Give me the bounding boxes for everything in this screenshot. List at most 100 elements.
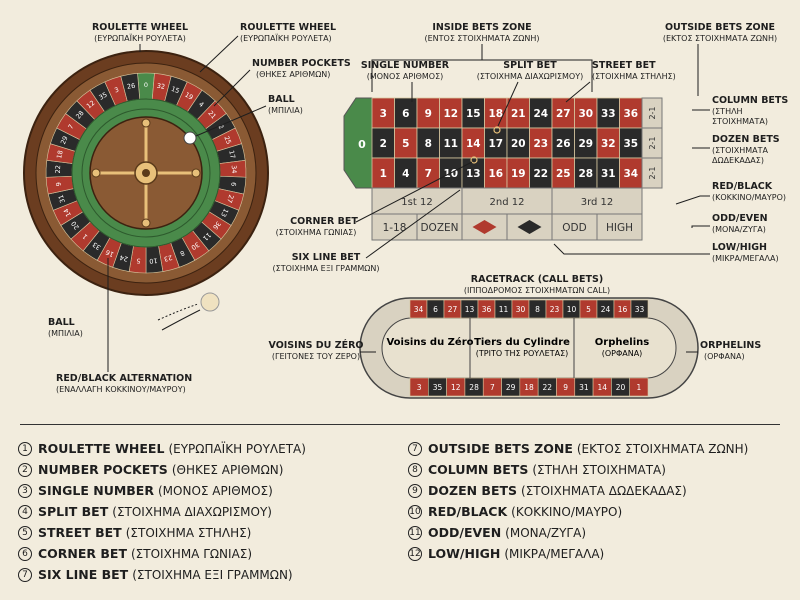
table-number-label: 24 xyxy=(533,108,548,120)
legend-item-subtitle: (ΣΤΟΙΧΗΜΑ ΕΞΙ ΓΡΑΜΜΩΝ) xyxy=(132,567,293,582)
red-diamond-icon xyxy=(472,220,497,234)
table-zero-label: 0 xyxy=(358,138,366,151)
wheel-pocket-number: 5 xyxy=(136,257,141,265)
dozen-cell[interactable] xyxy=(551,187,643,215)
label-ball-bottom-sub: (ΜΠΙΛΙΑ) xyxy=(48,329,83,338)
racetrack-pocket-number: 23 xyxy=(550,305,560,314)
label-pockets-title: NUMBER POCKETS xyxy=(252,58,351,69)
racetrack-pocket-number: 7 xyxy=(490,383,495,392)
wheel-pocket-number: 8 xyxy=(179,249,186,258)
racetrack-pocket-number: 1 xyxy=(636,383,641,392)
ball-icon xyxy=(183,131,197,145)
label-corner-sub: (ΣΤΟΙΧΗΜΑ ΓΩΝΙΑΣ) xyxy=(276,228,357,237)
wheel-pocket-number: 34 xyxy=(230,165,238,174)
table-number-label: 27 xyxy=(556,108,571,120)
legend-number-badge: 2 xyxy=(18,462,32,477)
outside-bet-label: 1-18 xyxy=(383,222,407,234)
legend-item-subtitle: (ΜΟΝΑ/ΖΥΓΑ) xyxy=(505,525,587,540)
outside-bet-label: DOZEN xyxy=(420,222,458,234)
legend-number-badge: 11 xyxy=(408,525,422,540)
racetrack-pocket[interactable] xyxy=(630,299,649,319)
wheel-pocket-number: 30 xyxy=(190,240,201,251)
table-number-label: 30 xyxy=(578,108,593,120)
table-number-label: 32 xyxy=(601,138,616,150)
legend-item-subtitle: (ΚΟΚΚΙΝΟ/ΜΑΥΡΟ) xyxy=(511,504,623,519)
wheel-pocket-number: 1 xyxy=(81,232,90,241)
label-lowhigh-title: LOW/HIGH xyxy=(712,242,767,253)
wheel-pocket-number: 33 xyxy=(91,240,102,251)
label-orphelins-out-sub: (ΟΡΦΑΝΑ) xyxy=(704,352,745,361)
racetrack-pocket-number: 33 xyxy=(635,305,645,314)
label-single-sub: (ΜΟΝΟΣ ΑΡΙΘΜΟΣ) xyxy=(367,72,444,81)
label-dozen-title: DOZEN BETS xyxy=(712,134,780,145)
label-redblack-title: RED/BLACK xyxy=(712,181,773,192)
wheel-pocket-number: 35 xyxy=(98,91,109,102)
legend-number-badge: 7 xyxy=(18,567,32,582)
dozen-cell[interactable] xyxy=(371,187,463,215)
label-racetrack-title: RACETRACK (CALL BETS) xyxy=(471,274,603,285)
label-oddeven-sub: (ΜΟΝΑ/ΖΥΓΑ) xyxy=(712,225,766,234)
wheel-pocket-number: 23 xyxy=(163,253,173,263)
racetrack-orphelins-label[interactable]: Orphelins xyxy=(595,337,649,348)
racetrack-pocket-number: 8 xyxy=(535,305,540,314)
wheel-pocket-number: 6 xyxy=(229,182,237,187)
wheel-pocket-number: 24 xyxy=(119,253,129,263)
wheel-pocket-number: 11 xyxy=(201,231,213,243)
racetrack-pocket-number: 13 xyxy=(465,305,475,314)
racetrack-voisins-label[interactable]: Voisins du Zéro xyxy=(386,336,473,348)
racetrack-pocket[interactable] xyxy=(629,377,649,397)
wheel-pocket-number: 29 xyxy=(59,135,70,146)
wheel-pocket-number: 36 xyxy=(211,220,222,231)
wheel-turret xyxy=(91,118,201,228)
wheel-pocket-number: 2 xyxy=(216,123,225,131)
legend-item-title: LOW/HIGH xyxy=(428,546,501,561)
label-column-title: COLUMN BETS xyxy=(712,95,788,106)
racetrack-pocket-number: 12 xyxy=(451,383,461,392)
table-number-label: 11 xyxy=(443,138,458,150)
table-number-label: 8 xyxy=(425,138,432,150)
label-outside-zone-title: OUTSIDE BETS ZONE xyxy=(665,22,775,33)
racetrack-pocket-number: 10 xyxy=(567,305,577,314)
racetrack-tiers-label[interactable]: Tiers du Cylindre xyxy=(474,337,570,348)
wheel-pocket-number: 16 xyxy=(104,248,115,259)
racetrack-pocket-number: 6 xyxy=(433,305,438,314)
label-dozen-sub2: ΔΩΔΕΚΑΔΑΣ) xyxy=(712,156,764,165)
dozen-cell[interactable] xyxy=(461,187,553,215)
wheel-pocket-number: 26 xyxy=(126,82,136,91)
outside-bet-cell[interactable] xyxy=(596,213,643,241)
table-number-label: 2 xyxy=(380,138,387,150)
label-ball-top-sub: (ΜΠΙΛΙΑ) xyxy=(268,106,303,115)
label-sixline-sub: (ΣΤΟΙΧΗΜΑ ΕΞΙ ΓΡΑΜΜΩΝ) xyxy=(273,264,380,273)
legend-item-subtitle: (ΣΤΟΙΧΗΜΑ ΣΤΗΛΗΣ) xyxy=(125,525,252,540)
ball-icon xyxy=(200,292,220,312)
outside-bet-cell[interactable] xyxy=(416,213,463,241)
column-bet-cell[interactable] xyxy=(641,157,663,189)
wheel-pocket-number: 10 xyxy=(149,256,158,265)
legend-item-title: NUMBER POCKETS xyxy=(38,462,168,477)
legend-item-subtitle: (ΣΤΟΙΧΗΜΑ ΓΩΝΙΑΣ) xyxy=(131,546,253,561)
label-wheel-a-sub: (ΕΥΡΩΠΑΪΚΗ ΡΟΥΛΕΤΑ) xyxy=(94,33,186,43)
table-number-label: 22 xyxy=(533,168,548,180)
table-number-label: 25 xyxy=(556,168,571,180)
label-inside-zone-sub: (ΕΝΤΟΣ ΣΤΟΙΧΗΜΑΤΑ ΖΩΝΗ) xyxy=(424,34,539,43)
dozen-label: 1st 12 xyxy=(401,197,432,208)
table-number-label: 18 xyxy=(488,108,503,120)
racetrack-pocket-number: 5 xyxy=(586,305,591,314)
dozen-label: 3rd 12 xyxy=(581,197,614,208)
racetrack-pocket-number: 29 xyxy=(506,383,516,392)
table-number-label: 12 xyxy=(443,108,458,120)
racetrack-pocket-number: 18 xyxy=(524,383,534,392)
